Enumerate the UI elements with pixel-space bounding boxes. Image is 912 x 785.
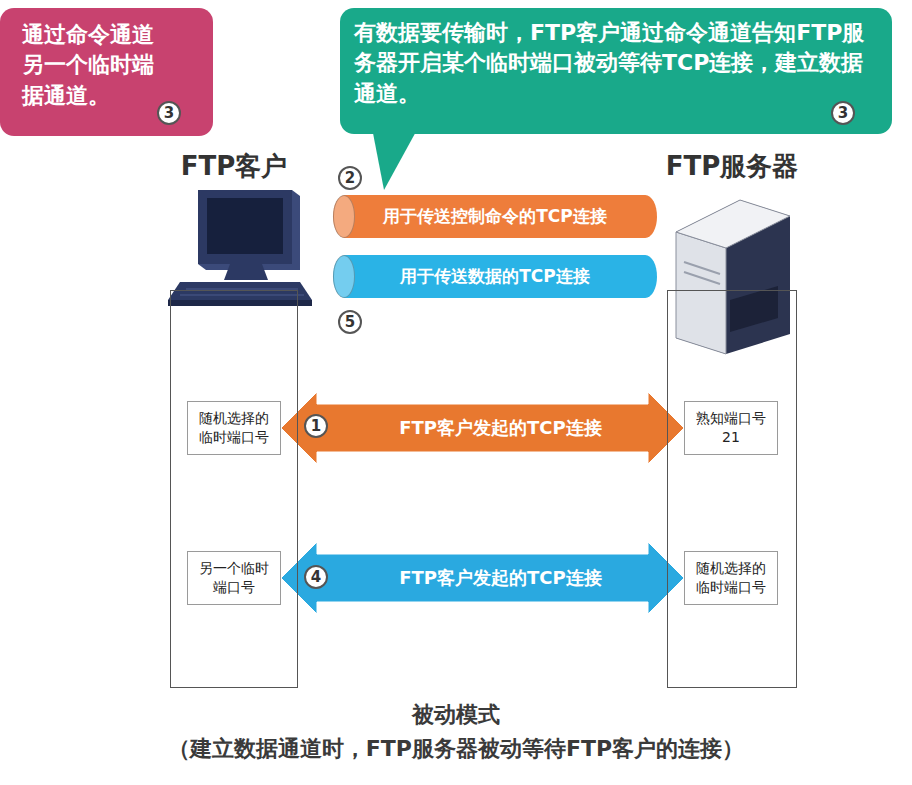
node-text: 用于传送数据的TCP连接 <box>400 265 590 288</box>
port-box: 另一个临时端口号 <box>187 551 281 605</box>
data-pipe: 用于传送数据的TCP连接 <box>333 255 657 298</box>
node-text: 有数据要传输时，FTP客户通过命令通道告知FTP服务器开启某个临时端口被动等待T… <box>354 18 876 109</box>
node-text: 另一个临时端口号 <box>193 559 275 597</box>
node-text: 随机选择的临时端口号 <box>690 559 772 597</box>
callout-number: 3 <box>831 101 855 125</box>
edge-label: FTP客户发起的TCP连接 <box>399 566 601 590</box>
server-column: FTP服务器熟知端口号 21随机选择的临时端口号 <box>667 290 797 688</box>
caption-note: （建立数据通道时，FTP服务器被动等待FTP客户的连接） <box>0 734 912 764</box>
server-icon <box>676 200 790 354</box>
bubble-tail <box>372 128 418 190</box>
callout-number: 2 <box>338 166 362 190</box>
caption: 被动模式 <box>0 700 912 730</box>
callout-number: 1 <box>304 414 328 438</box>
column-heading: FTP客户 <box>131 149 337 184</box>
control-pipe: 用于传送控制命令的TCP连接 <box>333 195 657 238</box>
fat-arrow <box>281 542 684 614</box>
fat-arrow <box>281 392 684 464</box>
computer-icon <box>168 190 312 306</box>
column-heading: FTP服务器 <box>628 149 836 184</box>
callout-number: 4 <box>304 565 328 589</box>
pipe-end <box>333 195 355 238</box>
port-box: 随机选择的临时端口号 <box>187 401 281 455</box>
client-column: FTP客户随机选择的临时端口号另一个临时端口号 <box>170 290 298 688</box>
pipe-end <box>333 255 355 298</box>
edge-label: FTP客户发起的TCP连接 <box>399 416 601 440</box>
callout-number: 5 <box>338 310 362 334</box>
node-text: 通过命令通道 另一个临时端 据通道。 <box>22 20 179 111</box>
node-text: 熟知端口号 21 <box>690 409 772 447</box>
speech-bubble: 有数据要传输时，FTP客户通过命令通道告知FTP服务器开启某个临时端口被动等待T… <box>340 8 892 134</box>
port-box: 随机选择的临时端口号 <box>684 551 778 605</box>
callout-box: 通过命令通道 另一个临时端 据通道。 <box>0 8 213 136</box>
port-box: 熟知端口号 21 <box>684 401 778 455</box>
node-text: 随机选择的临时端口号 <box>193 409 275 447</box>
node-text: 用于传送控制命令的TCP连接 <box>383 205 607 228</box>
callout-number: 3 <box>157 101 181 125</box>
